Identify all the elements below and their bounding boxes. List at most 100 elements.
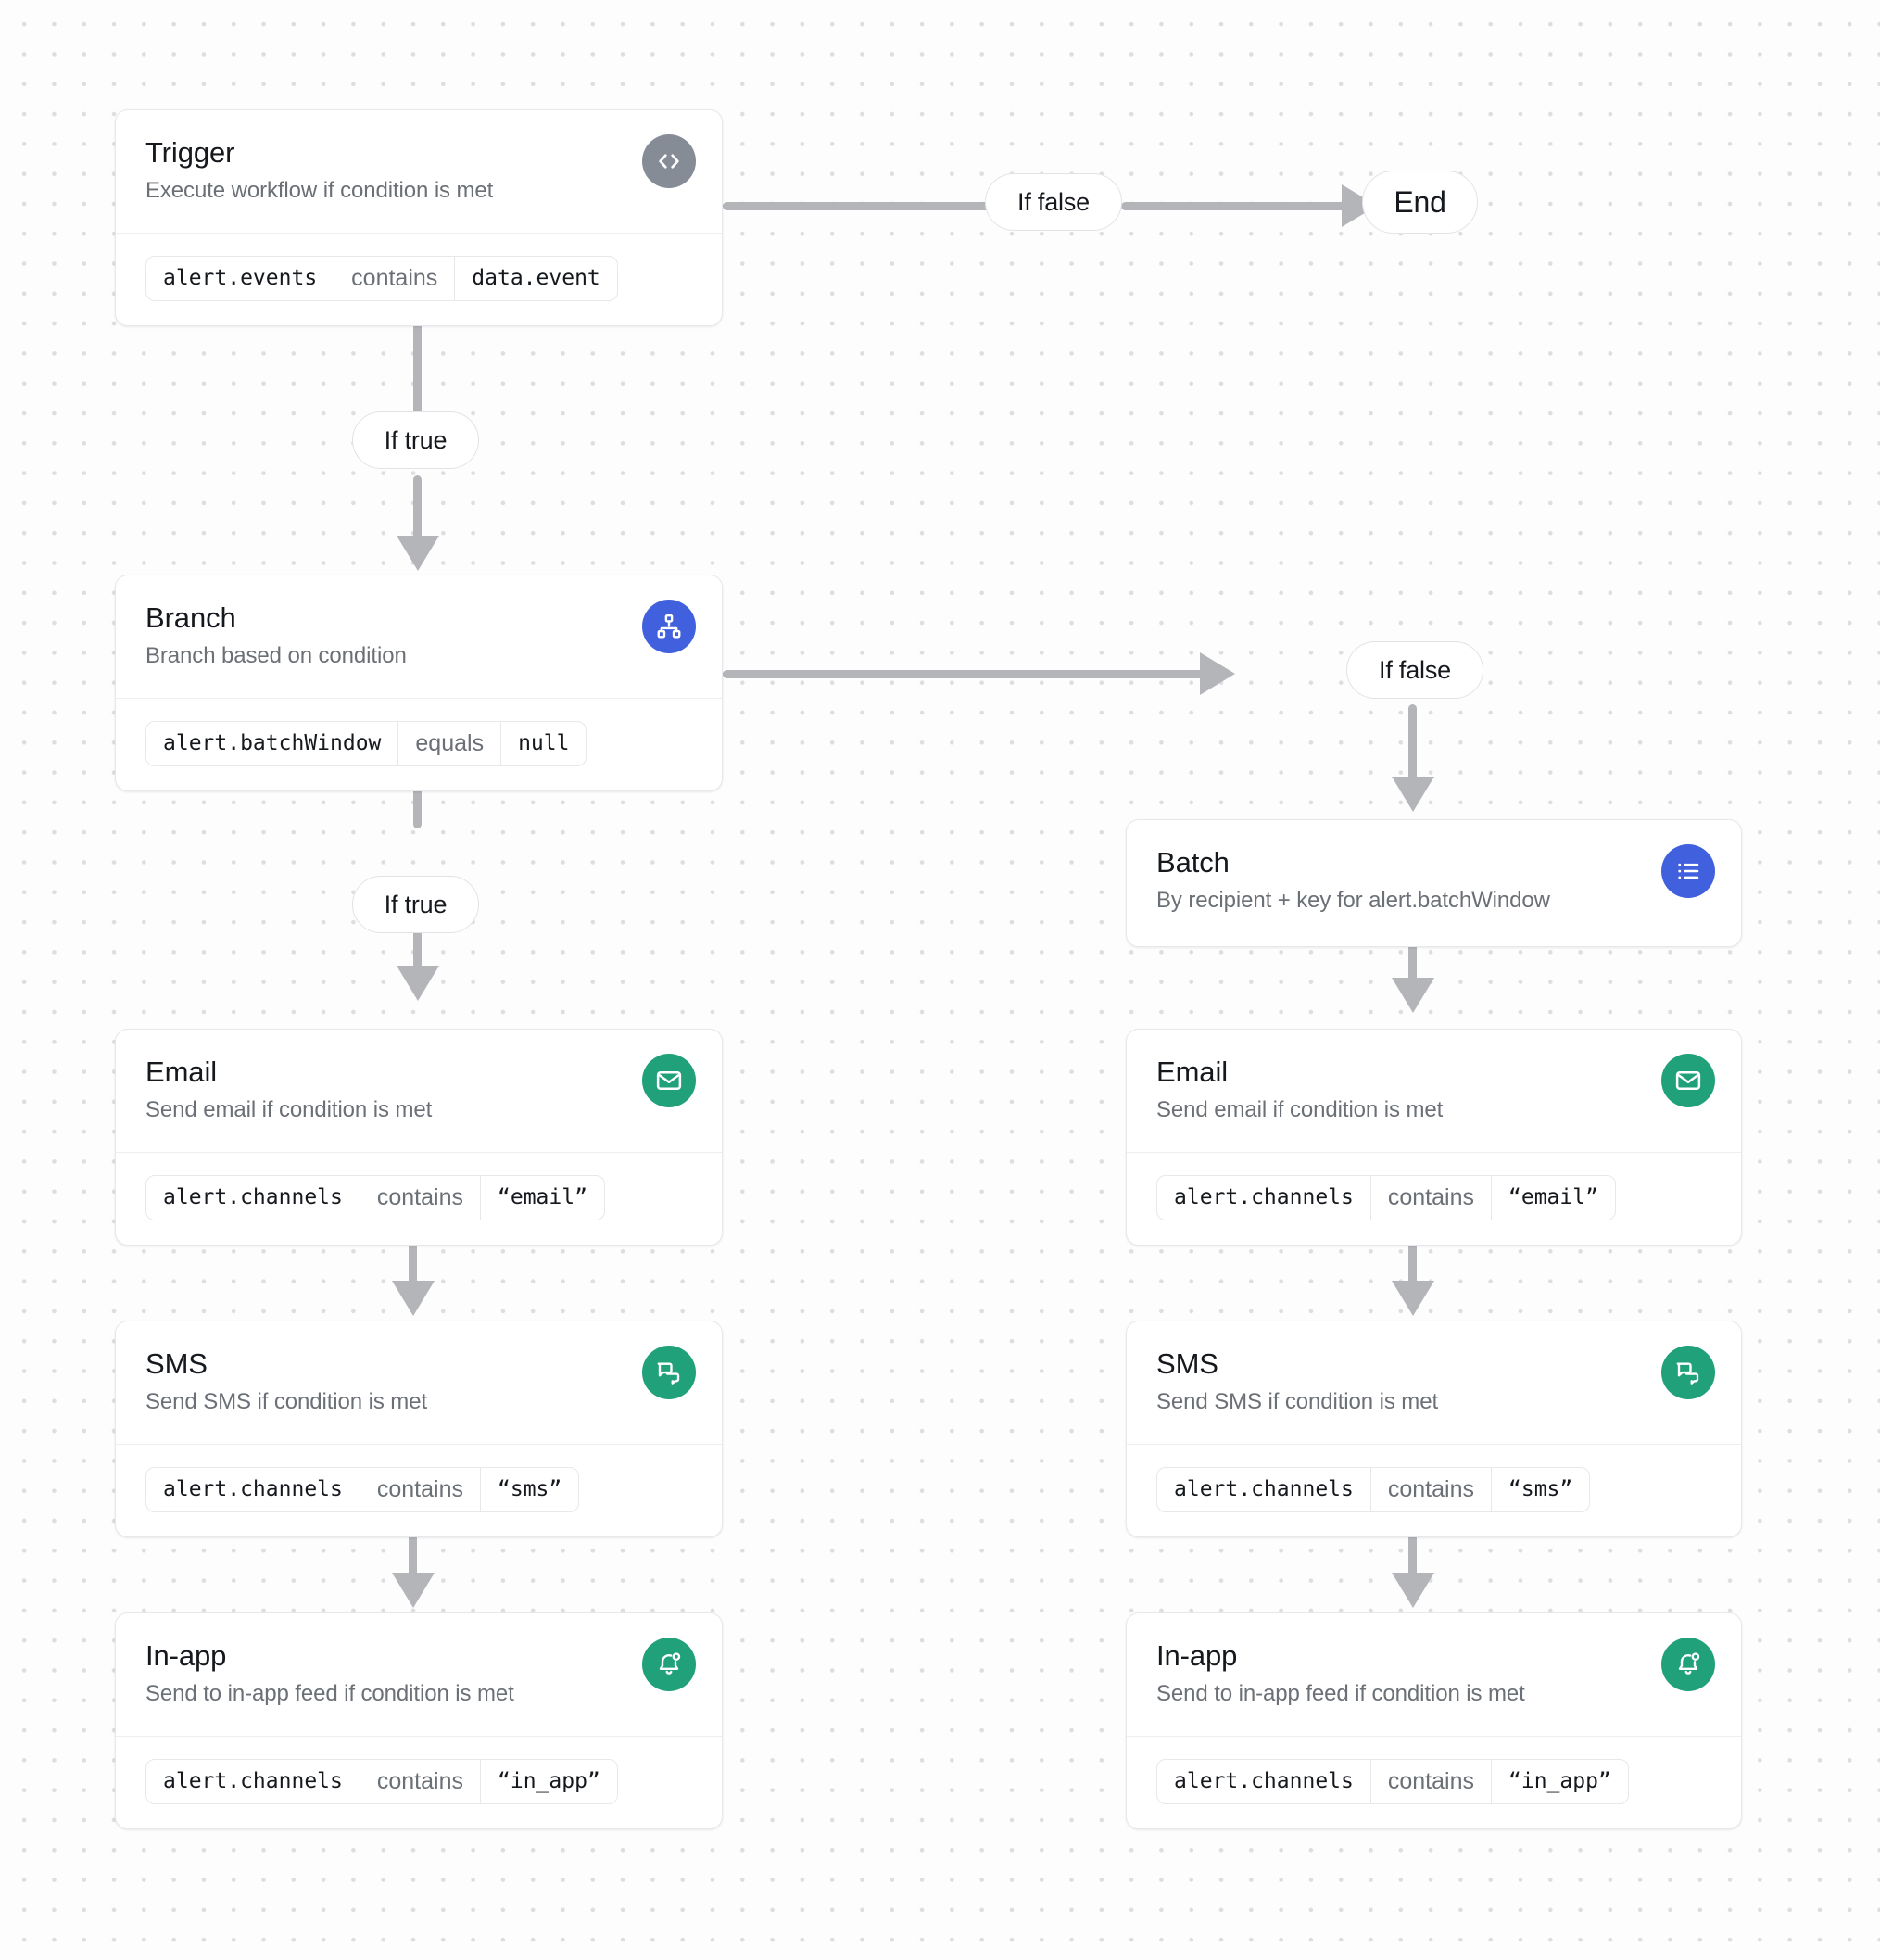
bell-dot-icon (1661, 1638, 1715, 1691)
email-right-header: Email Send email if condition is met (1127, 1030, 1741, 1152)
chat-bubbles-icon (642, 1346, 696, 1399)
edge-label-trigger-if-false[interactable]: If false (985, 173, 1122, 231)
node-end[interactable]: End (1362, 171, 1478, 234)
trigger-subtitle: Execute workflow if condition is met (145, 177, 494, 203)
batch-title: Batch (1156, 846, 1230, 879)
trigger-title: Trigger (145, 136, 235, 169)
edge-email-to-sms-left-arrowhead (392, 1281, 435, 1316)
trigger-condition-value: data.event (472, 265, 600, 290)
sms-left-subtitle: Send SMS if condition is met (145, 1388, 428, 1414)
edge-batch-to-email-segment (1408, 913, 1417, 987)
email-left-condition[interactable]: alert.channels contains “email” (145, 1174, 605, 1220)
inapp-right-condition-row: alert.channels contains “in_app” (1127, 1735, 1741, 1828)
branch-condition-field: alert.batchWindow (163, 730, 382, 755)
edge-branchtrue-to-email-segment (413, 917, 422, 975)
edge-label-branch-if-true[interactable]: If true (352, 876, 479, 933)
inapp-left-condition-value: “in_app” (498, 1768, 600, 1793)
branch-condition-row: alert.batchWindow equals null (116, 697, 722, 790)
email-left-header: Email Send email if condition is met (116, 1030, 722, 1152)
node-branch[interactable]: Branch Branch based on condition alert.b… (115, 575, 723, 791)
sms-right-condition[interactable]: alert.channels contains “sms” (1156, 1466, 1591, 1512)
edge-sms-to-inapp-left-segment (409, 1524, 417, 1582)
inapp-left-condition-row: alert.channels contains “in_app” (116, 1735, 722, 1828)
inapp-right-subtitle: Send to in-app feed if condition is met (1156, 1680, 1525, 1706)
inapp-right-header: In-app Send to in-app feed if condition … (1127, 1613, 1741, 1736)
inapp-right-condition-field: alert.channels (1174, 1768, 1354, 1793)
trigger-condition-row: alert.events contains data.event (116, 232, 722, 325)
edge-sms-to-inapp-right-segment (1408, 1524, 1417, 1582)
edge-sms-to-inapp-right-arrowhead (1392, 1573, 1434, 1608)
email-left-condition-row: alert.channels contains “email” (116, 1151, 722, 1245)
email-left-title: Email (145, 1056, 218, 1088)
inapp-left-condition[interactable]: alert.channels contains “in_app” (145, 1758, 618, 1804)
email-left-condition-value: “email” (498, 1184, 587, 1209)
sms-left-header: SMS Send SMS if condition is met (116, 1321, 722, 1444)
inapp-left-header: In-app Send to in-app feed if condition … (116, 1613, 722, 1736)
inapp-left-subtitle: Send to in-app feed if condition is met (145, 1680, 514, 1706)
edge-sms-to-inapp-left-arrowhead (392, 1573, 435, 1608)
branch-condition-value: null (518, 730, 570, 755)
email-right-condition-field: alert.channels (1174, 1184, 1354, 1209)
sms-right-condition-value: “sms” (1508, 1476, 1573, 1501)
branch-condition[interactable]: alert.batchWindow equals null (145, 720, 587, 766)
edge-trigger-true-segment-1 (413, 312, 422, 414)
sms-right-condition-operator: contains (1369, 1467, 1492, 1511)
envelope-icon (1661, 1054, 1715, 1107)
edge-label-trigger-if-true[interactable]: If true (352, 411, 479, 469)
node-inapp-right[interactable]: In-app Send to in-app feed if condition … (1126, 1612, 1742, 1829)
branch-header: Branch Branch based on condition (116, 575, 722, 698)
branch-subtitle: Branch based on condition (145, 642, 407, 668)
trigger-condition[interactable]: alert.events contains data.event (145, 255, 618, 301)
node-trigger[interactable]: Trigger Execute workflow if condition is… (115, 109, 723, 326)
edge-branchfalse-to-batch-segment (1408, 704, 1417, 790)
batch-subtitle: By recipient + key for alert.batchWindow (1156, 887, 1550, 913)
sms-right-condition-field: alert.channels (1174, 1476, 1354, 1501)
sms-right-subtitle: Send SMS if condition is met (1156, 1388, 1439, 1414)
node-batch[interactable]: Batch By recipient + key for alert.batch… (1126, 819, 1742, 947)
email-right-condition-operator: contains (1369, 1175, 1492, 1220)
edge-email-to-sms-left-segment (409, 1233, 417, 1290)
envelope-icon (642, 1054, 696, 1107)
sms-left-condition-value: “sms” (498, 1476, 562, 1501)
trigger-header: Trigger Execute workflow if condition is… (116, 110, 722, 233)
email-right-subtitle: Send email if condition is met (1156, 1096, 1444, 1122)
edge-label-branch-if-false[interactable]: If false (1346, 641, 1483, 699)
sms-left-condition-field: alert.channels (163, 1476, 343, 1501)
sms-left-title: SMS (145, 1347, 208, 1380)
inapp-left-title: In-app (145, 1639, 227, 1672)
edge-branch-false-arrowhead (1200, 652, 1235, 695)
bell-dot-icon (642, 1638, 696, 1691)
edge-true-to-branch-arrowhead (397, 536, 439, 571)
inapp-right-condition[interactable]: alert.channels contains “in_app” (1156, 1758, 1629, 1804)
batch-header: Batch By recipient + key for alert.batch… (1127, 820, 1741, 946)
branch-condition-operator: equals (397, 721, 502, 765)
sms-right-header: SMS Send SMS if condition is met (1127, 1321, 1741, 1444)
email-right-title: Email (1156, 1056, 1229, 1088)
inapp-left-condition-operator: contains (359, 1759, 481, 1803)
edge-branch-false-segment (723, 670, 1212, 678)
chat-bubbles-icon (1661, 1346, 1715, 1399)
edge-branchtrue-to-email-arrowhead (397, 966, 439, 1001)
sms-left-condition-row: alert.channels contains “sms” (116, 1443, 722, 1536)
edge-false-to-end-segment (1121, 202, 1353, 210)
node-inapp-left[interactable]: In-app Send to in-app feed if condition … (115, 1612, 723, 1829)
list-icon (1661, 844, 1715, 898)
edge-email-to-sms-right-segment (1408, 1233, 1417, 1290)
sms-left-condition[interactable]: alert.channels contains “sms” (145, 1466, 580, 1512)
trigger-condition-operator: contains (334, 256, 456, 300)
node-sms-left[interactable]: SMS Send SMS if condition is met alert.c… (115, 1321, 723, 1537)
edge-true-to-branch-segment (413, 475, 422, 551)
branch-title: Branch (145, 601, 236, 634)
sitemap-icon (642, 600, 696, 653)
email-left-condition-operator: contains (359, 1175, 481, 1220)
node-sms-right[interactable]: SMS Send SMS if condition is met alert.c… (1126, 1321, 1742, 1537)
email-right-condition-row: alert.channels contains “email” (1127, 1151, 1741, 1245)
inapp-left-condition-field: alert.channels (163, 1768, 343, 1793)
email-left-condition-field: alert.channels (163, 1184, 343, 1209)
node-email-right[interactable]: Email Send email if condition is met ale… (1126, 1029, 1742, 1246)
edge-branch-true-segment-1 (413, 771, 422, 828)
edge-trigger-false-segment-1 (723, 202, 991, 210)
node-email-left[interactable]: Email Send email if condition is met ale… (115, 1029, 723, 1246)
email-right-condition[interactable]: alert.channels contains “email” (1156, 1174, 1616, 1220)
